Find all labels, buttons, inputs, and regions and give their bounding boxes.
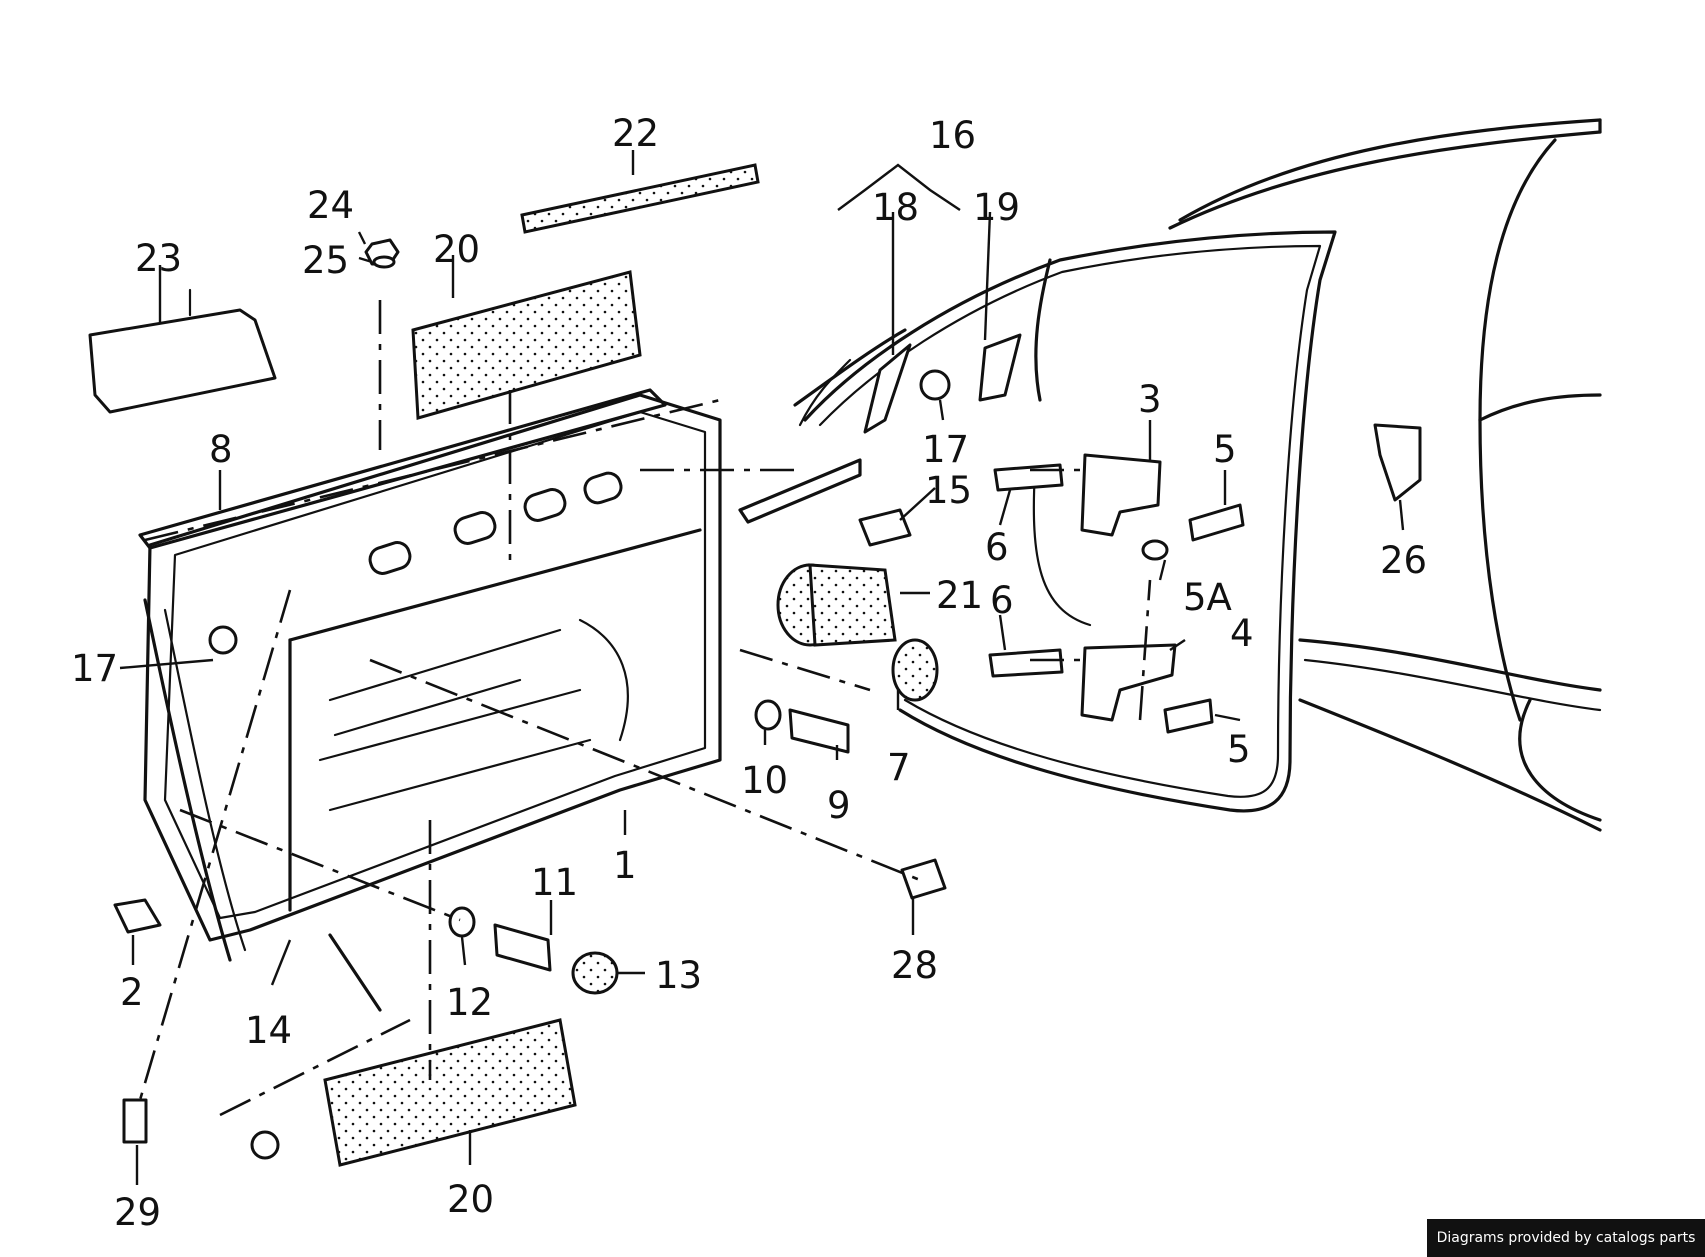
callout-8: 8 — [209, 428, 233, 471]
callout-6-lower: 6 — [990, 579, 1014, 622]
callout-7: 7 — [887, 746, 911, 789]
footer-credit: Diagrams provided by catalogs parts — [1427, 1219, 1705, 1257]
callout-13: 13 — [655, 954, 702, 997]
callout-22: 22 — [612, 112, 659, 155]
callout-11: 11 — [531, 861, 578, 904]
callout-24: 24 — [307, 184, 354, 227]
callout-18: 18 — [872, 186, 919, 229]
door-shell — [138, 388, 862, 1012]
assembly-lines — [138, 300, 1152, 1117]
leader-lines — [119, 150, 1405, 1185]
small-parts — [88, 163, 1422, 1167]
callout-10: 10 — [741, 759, 788, 802]
callout-6-upper: 6 — [985, 526, 1009, 569]
callout-5-upper: 5 — [1213, 428, 1237, 471]
callout-1: 1 — [613, 844, 637, 887]
callout-23: 23 — [135, 237, 182, 280]
callout-5-lower: 5 — [1227, 728, 1251, 771]
callout-21: 21 — [936, 574, 983, 617]
callout-19: 19 — [973, 186, 1020, 229]
callout-5A: 5A — [1183, 576, 1232, 619]
callout-28: 28 — [891, 944, 938, 987]
callout-labels: 1 2 3 4 5 5 5A 6 6 7 8 9 10 11 12 13 14 … — [71, 112, 1427, 1234]
callout-17-right: 17 — [922, 428, 969, 471]
callout-9: 9 — [827, 784, 851, 827]
callout-20-lower: 20 — [447, 1178, 494, 1221]
callout-15: 15 — [925, 469, 972, 512]
callout-14: 14 — [245, 1009, 292, 1052]
car-body — [793, 118, 1602, 832]
callout-26: 26 — [1380, 539, 1427, 582]
callout-12: 12 — [446, 981, 493, 1024]
callout-16: 16 — [929, 114, 976, 157]
callout-29: 29 — [114, 1191, 161, 1234]
callout-4: 4 — [1230, 612, 1254, 655]
callout-25: 25 — [302, 239, 349, 282]
callout-17-left: 17 — [71, 647, 118, 690]
callout-2: 2 — [120, 971, 144, 1014]
callout-20-upper: 20 — [433, 228, 480, 271]
callout-3: 3 — [1138, 378, 1162, 421]
